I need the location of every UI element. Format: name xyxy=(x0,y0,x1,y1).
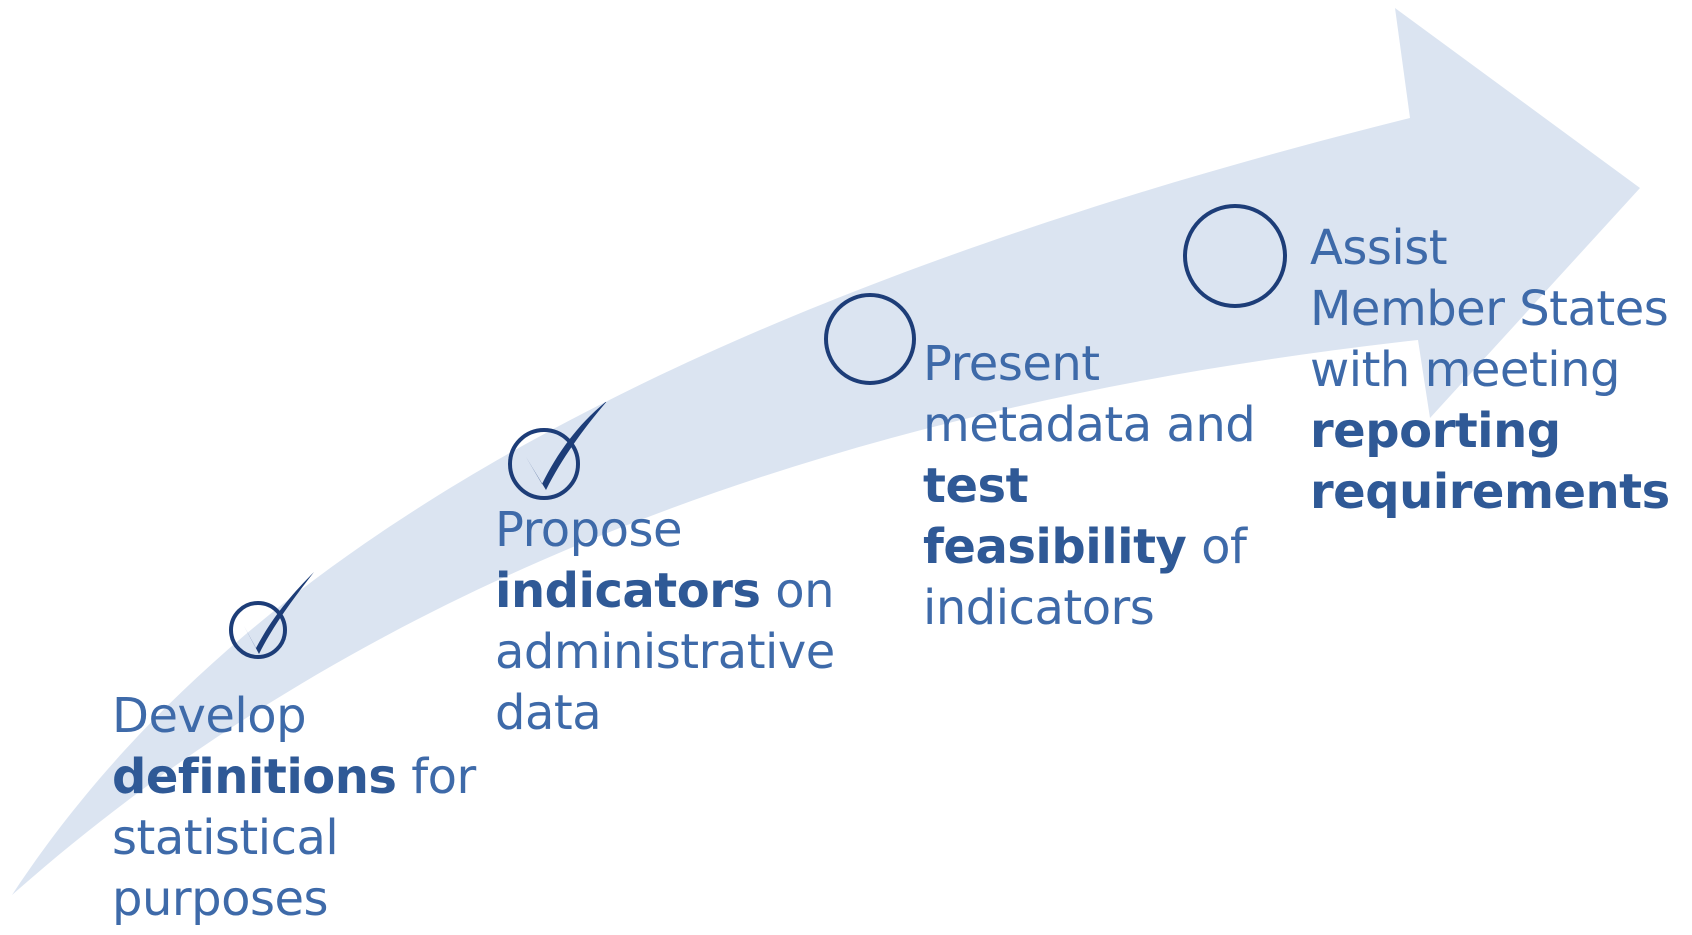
text-phrase: indicators xyxy=(923,580,1155,636)
step-line: data xyxy=(495,683,835,744)
text-phrase: with meeting xyxy=(1310,342,1620,398)
bold-phrase: feasibility xyxy=(923,519,1187,575)
step-line: purposes xyxy=(112,869,476,930)
step-line: metadata and xyxy=(923,395,1256,456)
empty-circle xyxy=(824,293,916,385)
step-line: statistical xyxy=(112,808,476,869)
bold-phrase: test xyxy=(923,458,1029,514)
empty-circle xyxy=(1183,204,1287,308)
text-phrase: on xyxy=(760,563,834,619)
step-line: Assist xyxy=(1310,218,1670,279)
step-line: reporting xyxy=(1310,401,1670,462)
text-phrase: of xyxy=(1186,519,1247,575)
check-mark xyxy=(526,402,607,490)
text-phrase: Present xyxy=(923,336,1100,392)
text-phrase: administrative xyxy=(495,624,835,680)
text-phrase: Member States xyxy=(1310,281,1669,337)
step-3-circle-icon xyxy=(824,293,916,385)
arrow-shape xyxy=(12,8,1640,895)
text-phrase: statistical xyxy=(112,810,339,866)
check-circle xyxy=(229,601,287,659)
step-line: administrative xyxy=(495,622,835,683)
check-circle xyxy=(508,428,580,500)
step-line: test xyxy=(923,456,1255,517)
bold-phrase: indicators xyxy=(495,563,761,619)
step-2-check-icon xyxy=(508,402,607,500)
bold-phrase: requirements xyxy=(1310,464,1670,520)
text-phrase: for xyxy=(396,749,476,805)
step-line: Member States xyxy=(1310,279,1670,340)
text-phrase: purposes xyxy=(112,871,329,927)
bold-phrase: definitions xyxy=(112,749,397,805)
step-line: definitions for xyxy=(112,747,476,808)
bold-phrase: reporting xyxy=(1310,403,1561,459)
step-1-check-icon xyxy=(229,572,314,659)
step-line: requirements xyxy=(1310,462,1670,523)
text-phrase: Develop xyxy=(112,688,307,744)
step-line: indicators on xyxy=(495,561,835,622)
check-mark xyxy=(244,572,314,654)
text-phrase: Assist xyxy=(1310,220,1448,276)
text-phrase: data xyxy=(495,685,602,741)
step-4-circle-icon xyxy=(1183,204,1287,308)
step-line: Develop xyxy=(112,686,476,747)
step-line: Propose xyxy=(495,500,835,561)
step-line: Present xyxy=(923,334,1255,395)
text-phrase: metadata and xyxy=(923,397,1256,453)
step-line: indicators xyxy=(923,578,1255,639)
step-line: with meeting xyxy=(1310,340,1670,401)
step-line: feasibility of xyxy=(923,517,1255,578)
text-phrase: Propose xyxy=(495,502,683,558)
